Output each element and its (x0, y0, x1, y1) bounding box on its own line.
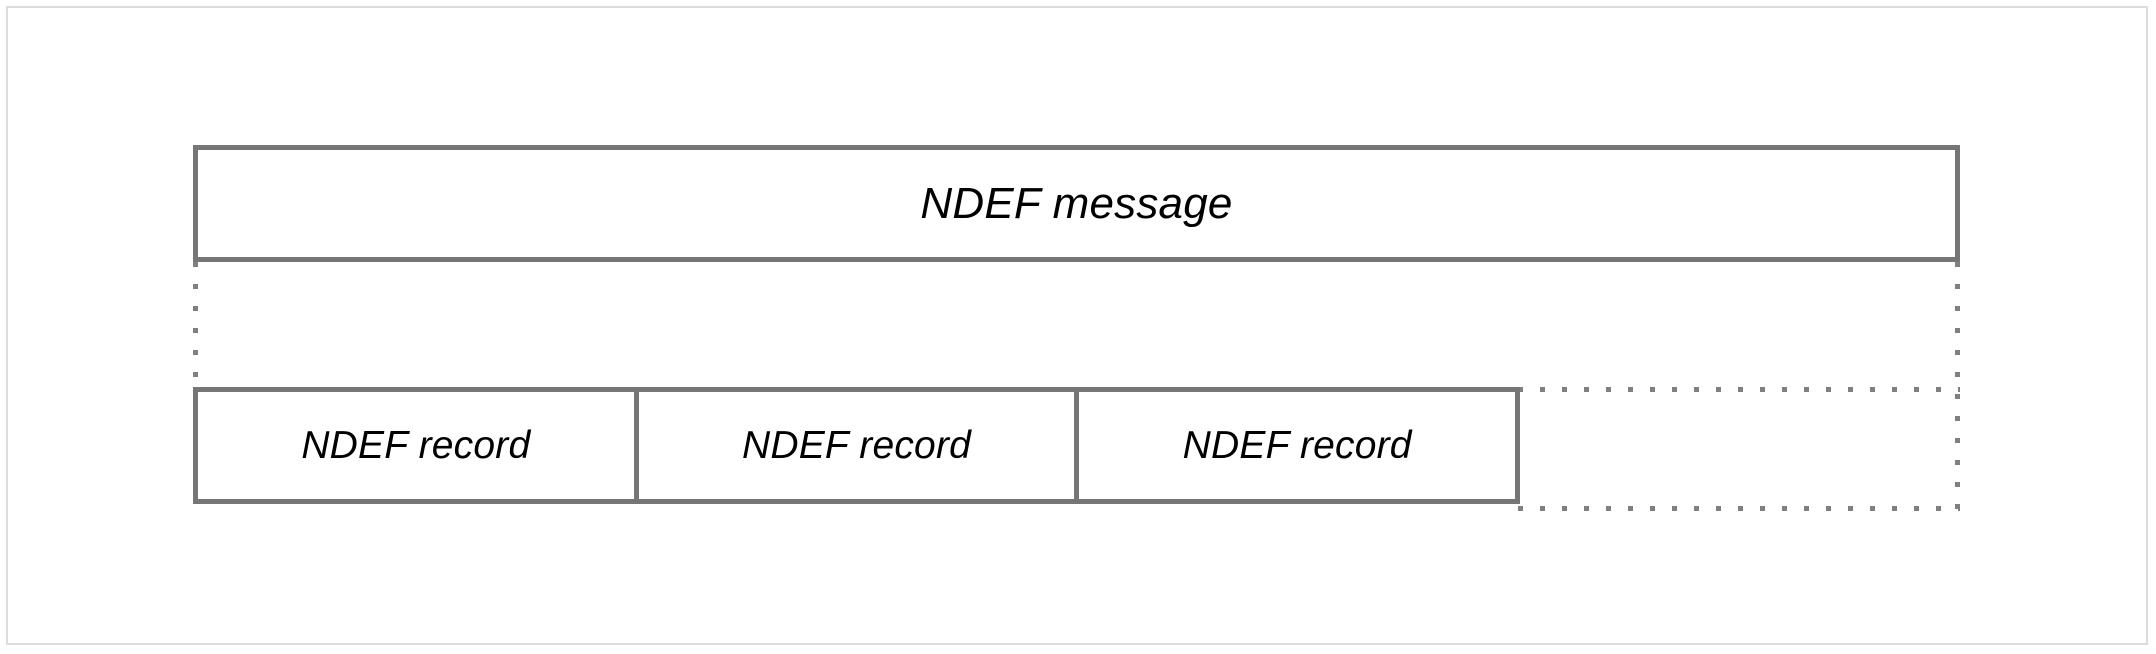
ndef-record-box-3: NDEF record (1074, 392, 1516, 499)
ndef-record-box-2: NDEF record (633, 392, 1075, 499)
page-frame (6, 6, 2148, 645)
dotted-region-top-edge-icon (1518, 387, 1960, 392)
ndef-message-box-inner: NDEF message (198, 150, 1955, 257)
ndef-record-label-2: NDEF record (741, 424, 972, 467)
ndef-record-label-1: NDEF record (301, 424, 531, 467)
ndef-record-label-3: NDEF record (1182, 424, 1412, 467)
ndef-records-row: NDEF record NDEF record NDEF record (193, 387, 1520, 504)
ndef-record-box-1: NDEF record (198, 392, 634, 499)
dotted-region-bottom-edge-icon (1518, 506, 1960, 511)
ndef-message-box: NDEF message (193, 145, 1960, 262)
dotted-guide-right-icon (1955, 262, 1960, 511)
more-records-region (1520, 387, 1960, 511)
dotted-guide-left-icon (193, 262, 198, 388)
ndef-message-label: NDEF message (920, 178, 1233, 228)
